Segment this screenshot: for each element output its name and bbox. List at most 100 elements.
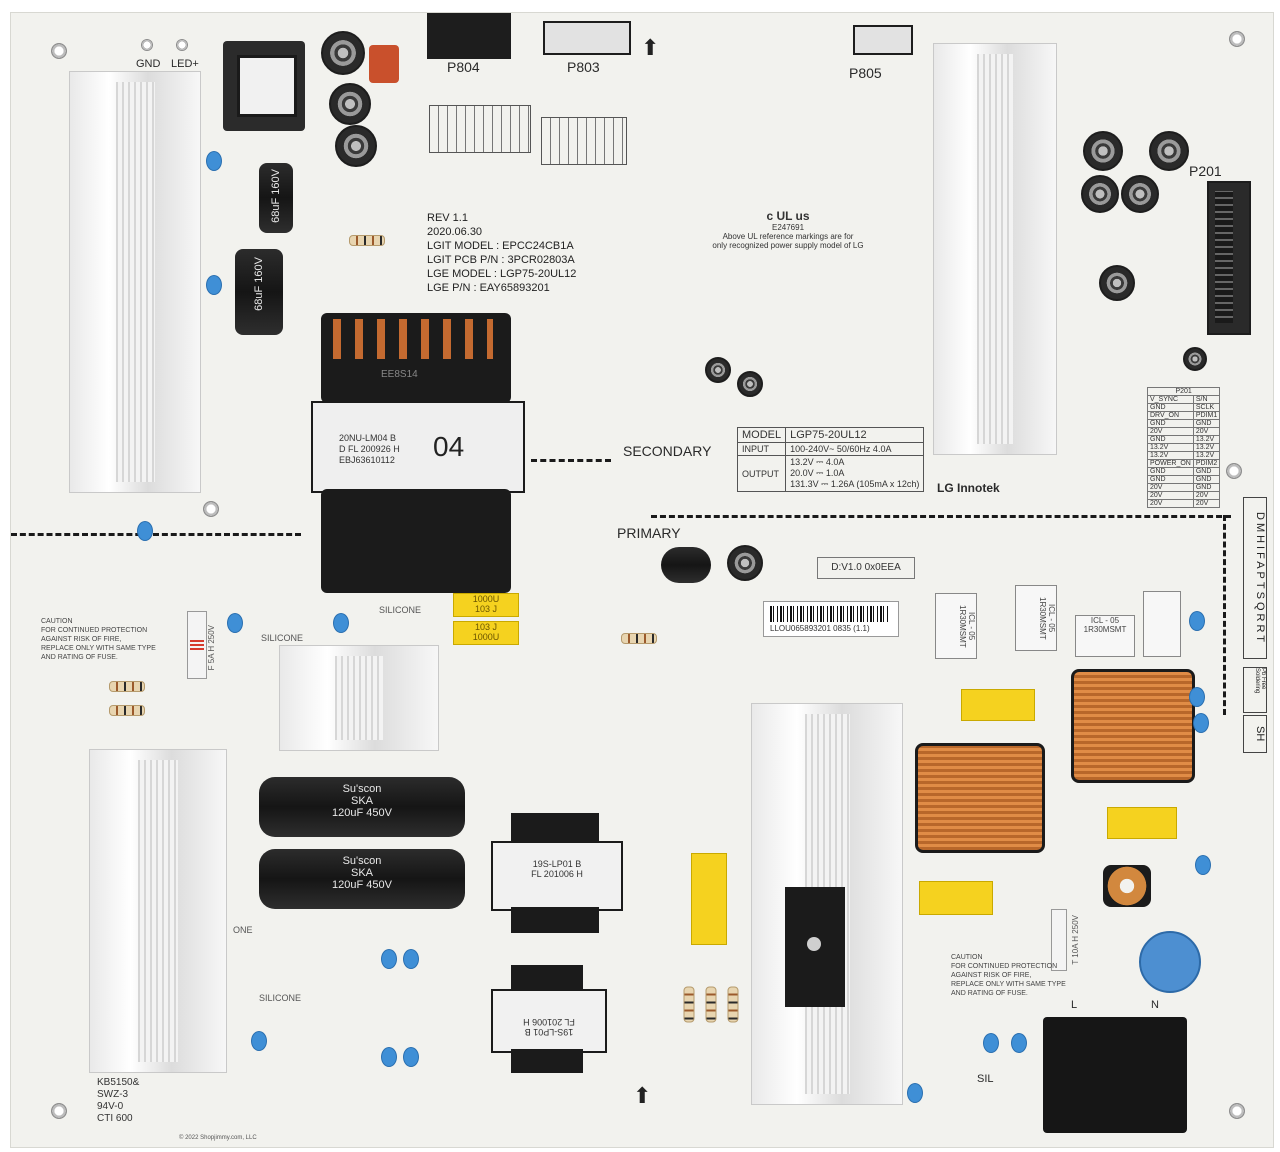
pin-cell: 13.2V — [1192, 451, 1221, 460]
resistor — [109, 681, 145, 692]
lgit-pcb: LGIT PCB P/N : 3PCR02803A — [427, 254, 575, 266]
output-label: OUTPUT — [736, 455, 787, 492]
pin-cell: PDIM2 — [1192, 459, 1221, 468]
blue-capacitor — [381, 1047, 397, 1067]
thermistor-label: ICL - 05 1R30MSMT — [958, 604, 976, 648]
transformer-label: FL 201006 H — [523, 1017, 575, 1027]
resistor — [683, 986, 695, 1023]
led-plus-label: LED+ — [171, 58, 199, 70]
pin-table-title: P201 — [1146, 387, 1221, 396]
thermistor: ICL - 05 1R30MSMT — [1075, 615, 1135, 657]
bulk-capacitor: Su'scon SKA 120uF 450V — [259, 777, 465, 837]
lgit-model: LGIT MODEL : EPCC24CB1A — [427, 240, 574, 252]
pin-cell: GND — [1147, 403, 1194, 412]
ul-code: E247691 — [771, 223, 805, 232]
p201-label: P201 — [1189, 163, 1222, 179]
varistor — [1139, 931, 1201, 993]
board-codes: KB5150& SWZ-3 94V-0 CTI 600 — [97, 1077, 139, 1125]
caution-right: CAUTION FOR CONTINUED PROTECTION AGAINST… — [951, 953, 1066, 998]
cap-series: SKA — [350, 795, 373, 807]
pin-cell: GND — [1192, 483, 1221, 492]
capacitor-top — [737, 371, 763, 397]
caution-line: AND RATING OF FUSE. — [951, 990, 1028, 997]
barcode-text: LLOU065893201 0835 (1.1) — [770, 624, 870, 633]
transformer-top-label: EE8S14 — [381, 369, 418, 380]
output-3: 131.3V ⎓ 1.26A (105mA x 12ch) — [790, 479, 920, 489]
pin-cell: GND — [1147, 419, 1194, 428]
standby-capacitor: 68uF 160V — [259, 163, 293, 233]
ul-logo: c UL us — [766, 209, 810, 223]
pin-cell: GND — [1192, 475, 1221, 484]
connector-p201 — [1207, 181, 1251, 335]
ul-block: c UL us E247691 Above UL reference marki… — [703, 209, 873, 250]
caution-line: REPLACE ONLY WITH SAME TYPE — [951, 981, 1066, 988]
p805-label: P805 — [849, 65, 882, 81]
pin-cell: PDIM1 — [1192, 411, 1221, 420]
board-code: 94V-0 — [97, 1101, 124, 1112]
blue-capacitor — [381, 949, 397, 969]
barcode-label: LLOU065893201 0835 (1.1) — [763, 601, 899, 637]
thermistor-label: ICL - 05 1R30MSMT — [1038, 596, 1056, 640]
caution-line: AGAINST RISK OF FIRE, — [951, 972, 1032, 979]
version-box: D:V1.0 0x0EEA — [817, 557, 915, 579]
pin-cell: 20V — [1192, 427, 1221, 436]
blue-capacitor — [333, 613, 349, 633]
blue-capacitor — [206, 275, 222, 295]
heatsink-right-top — [933, 43, 1057, 455]
blue-capacitor — [206, 151, 222, 171]
isolation-line — [651, 515, 1231, 518]
caution-line: CAUTION — [951, 954, 983, 961]
board-code: CTI 600 — [97, 1113, 133, 1124]
capacitor-top — [1149, 131, 1189, 171]
model-value: LGP75-20UL12 — [785, 427, 925, 443]
small-transformer: 19S-LP01 B FL 201006 H — [491, 965, 607, 1073]
isolation-line — [11, 533, 301, 536]
mounting-hole — [51, 1103, 67, 1119]
pin-cell: 13.2V — [1192, 443, 1221, 452]
revision-block: REV 1.1 2020.06.30 LGIT MODEL : EPCC24CB… — [427, 211, 576, 295]
model-rating-table: MODEL LGP75-20UL12 INPUT 100-240V~ 50/60… — [736, 427, 925, 492]
mounting-hole — [1229, 1103, 1245, 1119]
heatsink-left-top — [69, 71, 201, 493]
model-header: MODEL — [736, 427, 787, 443]
gnd-label: GND — [136, 58, 161, 70]
arrow-up-icon: ⬆ — [633, 1083, 652, 1108]
pin-cell: 13.2V — [1147, 443, 1194, 452]
pin-cell: 20V — [1192, 499, 1221, 508]
fuse-right — [1051, 909, 1067, 971]
input-value: 100-240V~ 50/60Hz 4.0A — [785, 442, 925, 456]
cap-brand: Su'scon — [342, 783, 382, 795]
capacitor-top — [335, 125, 377, 167]
standby-transformer — [223, 41, 305, 131]
thermistor-label: ICL - 05 1R30MSMT — [1083, 616, 1127, 634]
blue-capacitor — [227, 613, 243, 633]
standby-cap-text: 68uF 160V — [253, 257, 265, 311]
heatsink-center — [279, 645, 439, 751]
heatsink-left-bottom — [89, 749, 227, 1073]
capacitor-top — [1099, 265, 1135, 301]
pin-cell: GND — [1147, 435, 1194, 444]
pcb-board: GND LED+ 68uF 160V 68uF 160V P804 P803 ⬆… — [10, 12, 1274, 1148]
blue-capacitor — [403, 949, 419, 969]
toroid-inductor — [1103, 865, 1151, 907]
rev-text: REV 1.1 — [427, 212, 468, 224]
capacitor-top — [1083, 131, 1123, 171]
thermistor — [1143, 591, 1181, 657]
transformer-label: 19S-LP01 B — [524, 1027, 574, 1037]
blue-capacitor — [1011, 1033, 1027, 1053]
capacitor-top — [321, 31, 365, 75]
transformer-label: FL 201006 H — [531, 869, 583, 879]
board-code: SWZ-3 — [97, 1089, 129, 1100]
lge-pn: LGE P/N : EAY65893201 — [427, 282, 550, 294]
mounting-hole — [1226, 463, 1242, 479]
film-cap-line-2: 103 J — [474, 604, 498, 614]
blue-capacitor — [1189, 611, 1205, 631]
bulk-capacitor: Su'scon SKA 120uF 450V — [259, 849, 465, 909]
board-code: KB5150& — [97, 1077, 140, 1088]
caution-line: FOR CONTINUED PROTECTION — [951, 963, 1058, 970]
blue-capacitor — [137, 521, 153, 541]
caution-line: FOR CONTINUED PROTECTION — [41, 627, 148, 634]
resistor — [621, 633, 657, 644]
film-capacitor: 1000U 103 J — [453, 593, 519, 617]
